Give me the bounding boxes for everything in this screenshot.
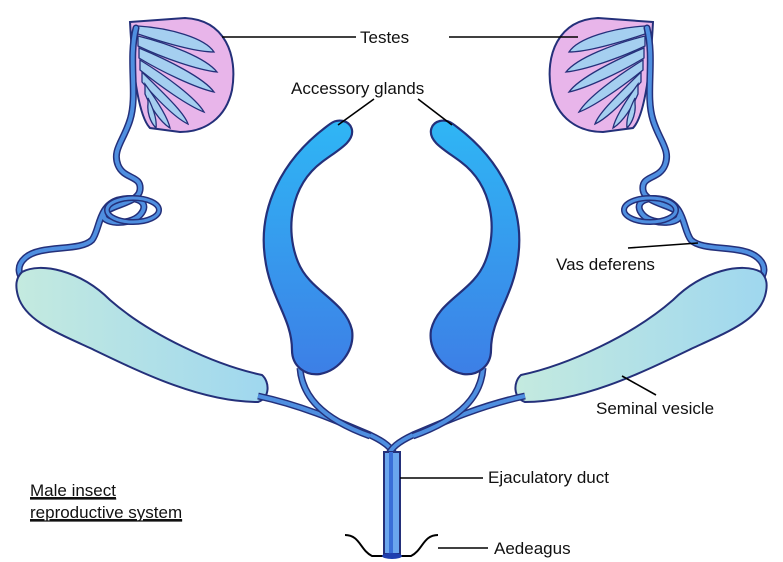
label-seminal-vesicle: Seminal vesicle bbox=[596, 399, 714, 418]
testis-left bbox=[130, 18, 233, 132]
leader-accessory-left bbox=[338, 99, 374, 125]
testis-right bbox=[550, 18, 653, 132]
ejaculatory-duct bbox=[384, 452, 400, 554]
label-ejaculatory-duct: Ejaculatory duct bbox=[488, 468, 609, 487]
connecting-ducts bbox=[258, 368, 525, 456]
leader-seminal-vesicle bbox=[622, 376, 656, 395]
leader-accessory-right bbox=[418, 99, 452, 125]
caption-line-1: Male insect bbox=[30, 481, 116, 500]
accessory-gland-right bbox=[431, 121, 520, 375]
leader-vas-deferens bbox=[628, 243, 698, 248]
label-vas-deferens: Vas deferens bbox=[556, 255, 655, 274]
label-testes: Testes bbox=[360, 28, 409, 47]
label-aedeagus: Aedeagus bbox=[494, 539, 571, 558]
caption-line-2: reproductive system bbox=[30, 503, 182, 522]
seminal-vesicle-left bbox=[16, 268, 267, 402]
accessory-gland-left bbox=[264, 121, 353, 375]
seminal-vesicle-right bbox=[515, 268, 766, 402]
label-accessory-glands: Accessory glands bbox=[291, 79, 424, 98]
